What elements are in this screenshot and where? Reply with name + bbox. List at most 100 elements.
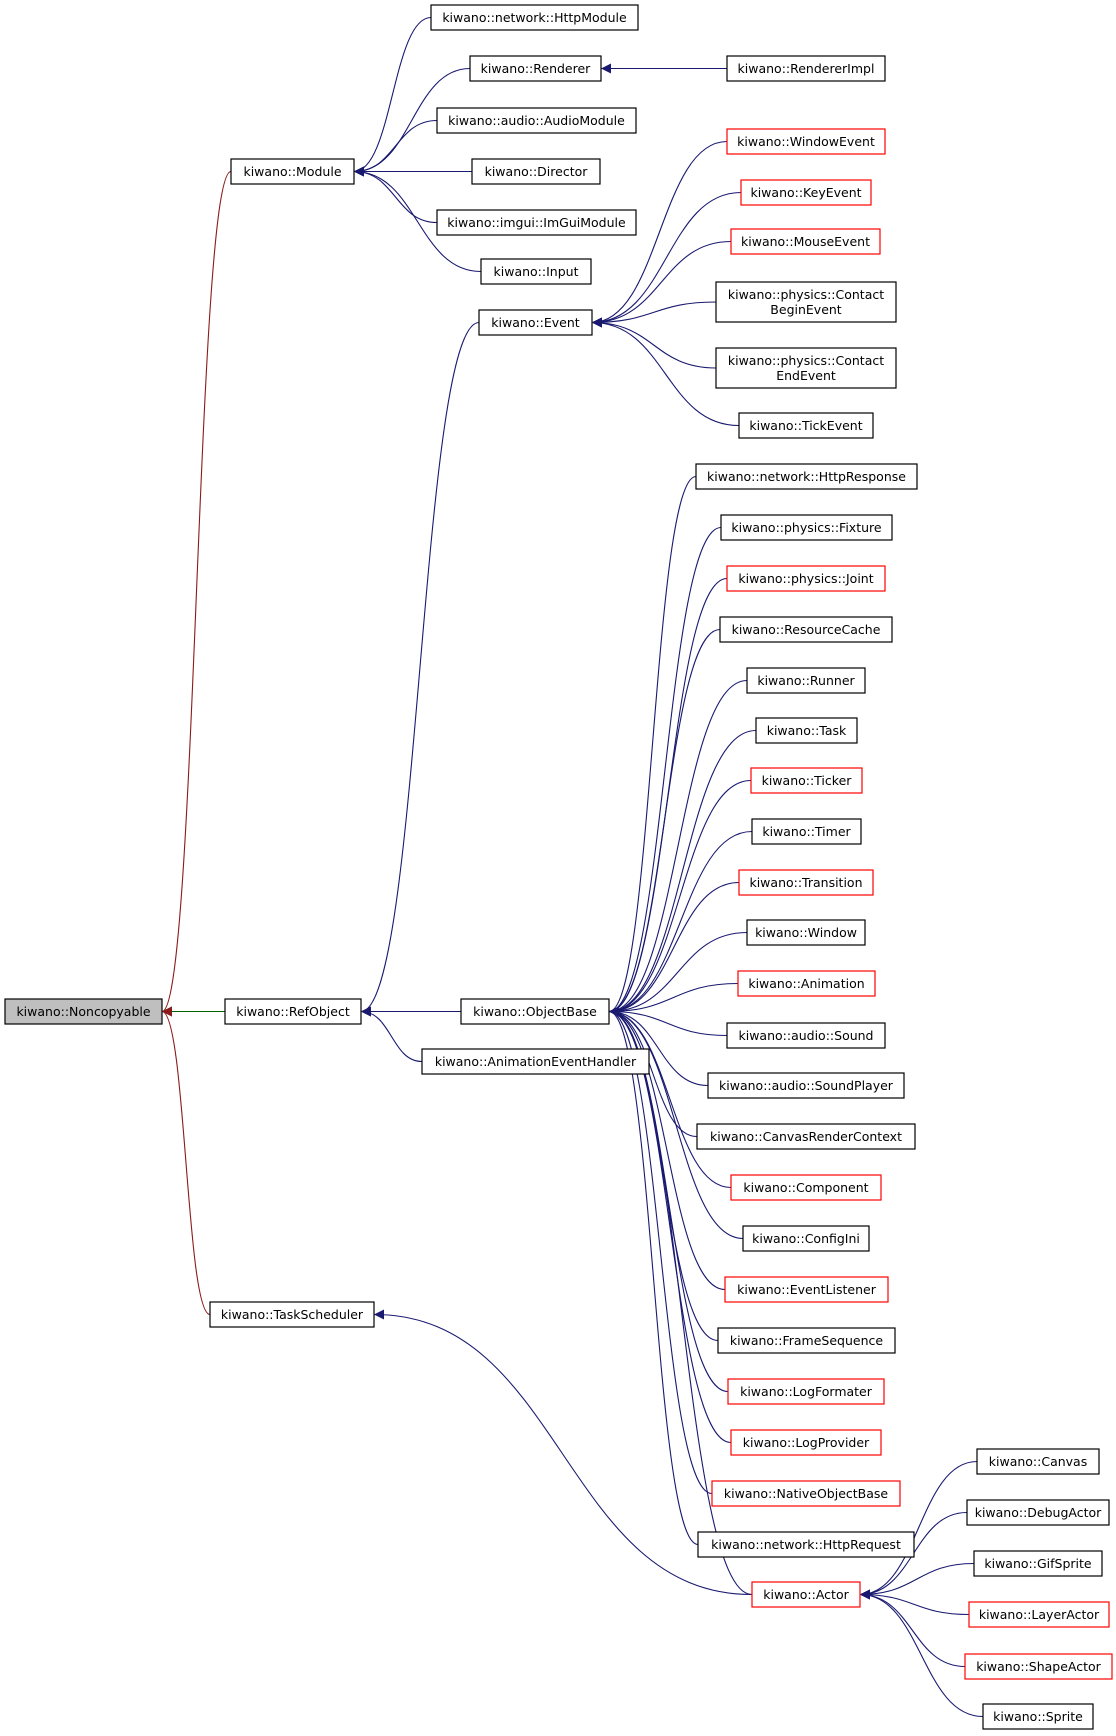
class-node-input[interactable]: kiwano::Input: [480, 258, 592, 285]
class-box-shapeactor[interactable]: [964, 1653, 1113, 1680]
class-node-canvasrendercontext[interactable]: kiwano::CanvasRenderContext: [696, 1123, 916, 1150]
class-box-httpresponse[interactable]: [695, 463, 918, 490]
class-box-component[interactable]: [730, 1174, 882, 1201]
class-box-contactbegin[interactable]: [715, 281, 897, 323]
class-node-framesequence[interactable]: kiwano::FrameSequence: [717, 1327, 896, 1354]
class-node-timer[interactable]: kiwano::Timer: [751, 818, 862, 845]
class-box-keyevent[interactable]: [740, 179, 872, 206]
class-node-windowevent[interactable]: kiwano::WindowEvent: [726, 128, 886, 155]
class-node-shapeactor[interactable]: kiwano::ShapeActor: [964, 1653, 1113, 1680]
class-node-httpresponse[interactable]: kiwano::network::HttpResponse: [695, 463, 918, 490]
class-node-taskscheduler[interactable]: kiwano::TaskScheduler: [209, 1301, 375, 1328]
class-node-transition[interactable]: kiwano::Transition: [738, 869, 874, 896]
class-box-configini[interactable]: [742, 1225, 870, 1252]
class-node-window[interactable]: kiwano::Window: [746, 919, 866, 946]
class-node-sprite[interactable]: kiwano::Sprite: [982, 1703, 1094, 1730]
class-box-taskscheduler[interactable]: [209, 1301, 375, 1328]
class-label-window: kiwano::Window: [755, 925, 857, 940]
class-box-director[interactable]: [471, 158, 601, 185]
class-box-canvasrendercontext[interactable]: [696, 1123, 916, 1150]
class-box-gifsprite[interactable]: [973, 1550, 1103, 1577]
class-box-eventlistener[interactable]: [724, 1276, 889, 1303]
class-box-sound[interactable]: [726, 1022, 886, 1049]
class-node-renderer[interactable]: kiwano::Renderer: [469, 55, 602, 82]
class-node-mouseevent[interactable]: kiwano::MouseEvent: [730, 228, 881, 255]
class-node-animation[interactable]: kiwano::Animation: [737, 970, 876, 997]
class-box-animeventhandler[interactable]: [421, 1048, 650, 1075]
class-node-objectbase[interactable]: kiwano::ObjectBase: [460, 998, 610, 1025]
class-node-tickevent[interactable]: kiwano::TickEvent: [738, 412, 874, 439]
class-box-renderer[interactable]: [469, 55, 602, 82]
class-node-refobject[interactable]: kiwano::RefObject: [224, 998, 362, 1025]
class-box-module[interactable]: [230, 158, 355, 185]
class-node-keyevent[interactable]: kiwano::KeyEvent: [740, 179, 872, 206]
class-box-canvas[interactable]: [976, 1448, 1100, 1475]
class-node-joint[interactable]: kiwano::physics::Joint: [726, 565, 886, 592]
class-box-logprovider[interactable]: [730, 1429, 882, 1456]
class-node-component[interactable]: kiwano::Component: [730, 1174, 882, 1201]
class-node-canvas[interactable]: kiwano::Canvas: [976, 1448, 1100, 1475]
class-node-sound[interactable]: kiwano::audio::Sound: [726, 1022, 886, 1049]
class-box-framesequence[interactable]: [717, 1327, 896, 1354]
class-box-transition[interactable]: [738, 869, 874, 896]
class-node-httpmodule[interactable]: kiwano::network::HttpModule: [430, 4, 639, 31]
class-node-layeractor[interactable]: kiwano::LayerActor: [968, 1601, 1110, 1628]
class-box-contactend[interactable]: [715, 347, 897, 389]
class-box-animation[interactable]: [737, 970, 876, 997]
class-node-logprovider[interactable]: kiwano::LogProvider: [730, 1429, 882, 1456]
class-node-nativeobjectbase[interactable]: kiwano::NativeObjectBase: [711, 1480, 901, 1507]
class-node-fixture[interactable]: kiwano::physics::Fixture: [720, 514, 893, 541]
class-box-runner[interactable]: [746, 667, 866, 694]
class-box-event[interactable]: [478, 309, 593, 336]
class-node-task[interactable]: kiwano::Task: [755, 717, 858, 744]
class-box-objectbase[interactable]: [460, 998, 610, 1025]
class-node-runner[interactable]: kiwano::Runner: [746, 667, 866, 694]
class-node-resourcecache[interactable]: kiwano::ResourceCache: [719, 616, 893, 643]
class-box-input[interactable]: [480, 258, 592, 285]
class-node-rendererimpl[interactable]: kiwano::RendererImpl: [726, 55, 886, 82]
class-node-logformater[interactable]: kiwano::LogFormater: [727, 1378, 885, 1405]
class-box-logformater[interactable]: [727, 1378, 885, 1405]
class-box-rendererimpl[interactable]: [726, 55, 886, 82]
class-box-fixture[interactable]: [720, 514, 893, 541]
class-box-nativeobjectbase[interactable]: [711, 1480, 901, 1507]
class-node-actor[interactable]: kiwano::Actor: [751, 1581, 861, 1608]
class-node-noncopyable[interactable]: kiwano::Noncopyable: [4, 998, 163, 1025]
class-box-imguimodule[interactable]: [436, 209, 637, 236]
class-box-soundplayer[interactable]: [707, 1072, 905, 1099]
class-box-task[interactable]: [755, 717, 858, 744]
class-box-joint[interactable]: [726, 565, 886, 592]
class-node-animeventhandler[interactable]: kiwano::AnimationEventHandler: [421, 1048, 650, 1075]
class-box-actor[interactable]: [751, 1581, 861, 1608]
class-node-ticker[interactable]: kiwano::Ticker: [750, 767, 863, 794]
class-label-sprite: kiwano::Sprite: [993, 1709, 1083, 1724]
class-box-sprite[interactable]: [982, 1703, 1094, 1730]
class-box-refobject[interactable]: [224, 998, 362, 1025]
class-node-httprequest[interactable]: kiwano::network::HttpRequest: [697, 1531, 915, 1558]
class-box-windowevent[interactable]: [726, 128, 886, 155]
class-box-httprequest[interactable]: [697, 1531, 915, 1558]
class-node-imguimodule[interactable]: kiwano::imgui::ImGuiModule: [436, 209, 637, 236]
class-box-mouseevent[interactable]: [730, 228, 881, 255]
class-node-debugactor[interactable]: kiwano::DebugActor: [966, 1499, 1110, 1526]
class-box-noncopyable[interactable]: [4, 998, 163, 1025]
class-box-tickevent[interactable]: [738, 412, 874, 439]
class-node-event[interactable]: kiwano::Event: [478, 309, 593, 336]
class-box-window[interactable]: [746, 919, 866, 946]
class-box-resourcecache[interactable]: [719, 616, 893, 643]
class-box-httpmodule[interactable]: [430, 4, 639, 31]
class-node-audiomodule[interactable]: kiwano::audio::AudioModule: [436, 107, 637, 134]
class-node-eventlistener[interactable]: kiwano::EventListener: [724, 1276, 889, 1303]
class-node-configini[interactable]: kiwano::ConfigIni: [742, 1225, 870, 1252]
class-box-layeractor[interactable]: [968, 1601, 1110, 1628]
class-node-director[interactable]: kiwano::Director: [471, 158, 601, 185]
class-node-module[interactable]: kiwano::Module: [230, 158, 355, 185]
class-box-ticker[interactable]: [750, 767, 863, 794]
class-node-soundplayer[interactable]: kiwano::audio::SoundPlayer: [707, 1072, 905, 1099]
class-box-timer[interactable]: [751, 818, 862, 845]
class-box-debugactor[interactable]: [966, 1499, 1110, 1526]
class-box-audiomodule[interactable]: [436, 107, 637, 134]
class-node-gifsprite[interactable]: kiwano::GifSprite: [973, 1550, 1103, 1577]
